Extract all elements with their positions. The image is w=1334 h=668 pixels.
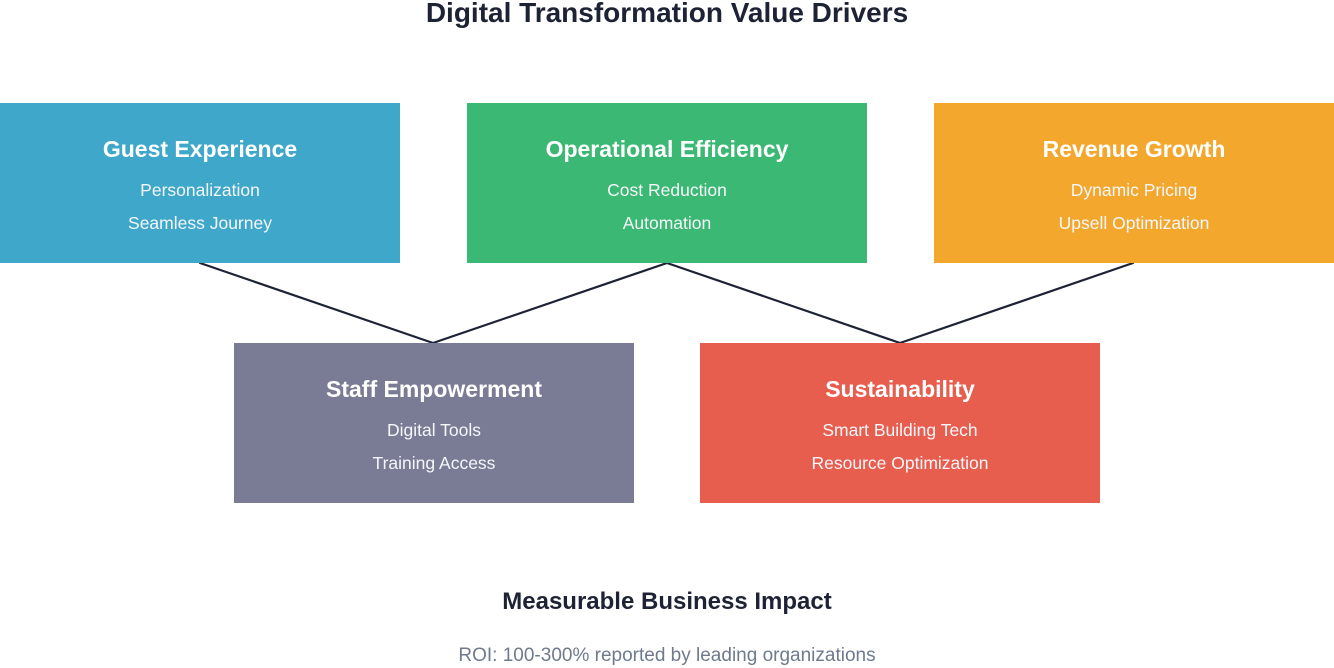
connector-ops-to-sustainability xyxy=(665,261,902,345)
driver-box-operational-efficiency: Operational Efficiency Cost Reduction Au… xyxy=(467,103,867,263)
driver-title: Revenue Growth xyxy=(1042,136,1226,162)
driver-item: Seamless Journey xyxy=(128,213,272,233)
driver-box-sustainability: Sustainability Smart Building Tech Resou… xyxy=(700,343,1100,503)
impact-title: Measurable Business Impact xyxy=(502,588,832,615)
driver-title: Guest Experience xyxy=(102,136,298,162)
driver-item: Smart Building Tech xyxy=(822,420,978,440)
driver-item: Dynamic Pricing xyxy=(1070,180,1198,200)
driver-item: Cost Reduction xyxy=(607,180,727,200)
driver-item: Resource Optimization xyxy=(811,453,989,473)
diagram-title: Digital Transformation Value Drivers xyxy=(425,0,909,28)
connector-revenue-to-sustainability xyxy=(898,261,1135,345)
driver-title: Operational Efficiency xyxy=(545,136,789,162)
connector-ops-to-staff xyxy=(431,261,669,345)
connector-guest-to-staff xyxy=(198,261,435,345)
driver-item: Personalization xyxy=(140,180,260,200)
driver-title: Sustainability xyxy=(825,376,975,402)
driver-box-guest-experience: Guest Experience Personalization Seamles… xyxy=(0,103,400,263)
driver-title: Staff Empowerment xyxy=(326,376,542,402)
impact-subtitle: ROI: 100-300% reported by leading organi… xyxy=(458,645,876,666)
driver-item: Digital Tools xyxy=(386,420,482,440)
driver-box-revenue-growth: Revenue Growth Dynamic Pricing Upsell Op… xyxy=(934,103,1334,263)
driver-item: Training Access xyxy=(372,453,496,473)
driver-item: Automation xyxy=(622,213,712,233)
driver-box-staff-empowerment: Staff Empowerment Digital Tools Training… xyxy=(234,343,634,503)
driver-item: Upsell Optimization xyxy=(1058,213,1210,233)
